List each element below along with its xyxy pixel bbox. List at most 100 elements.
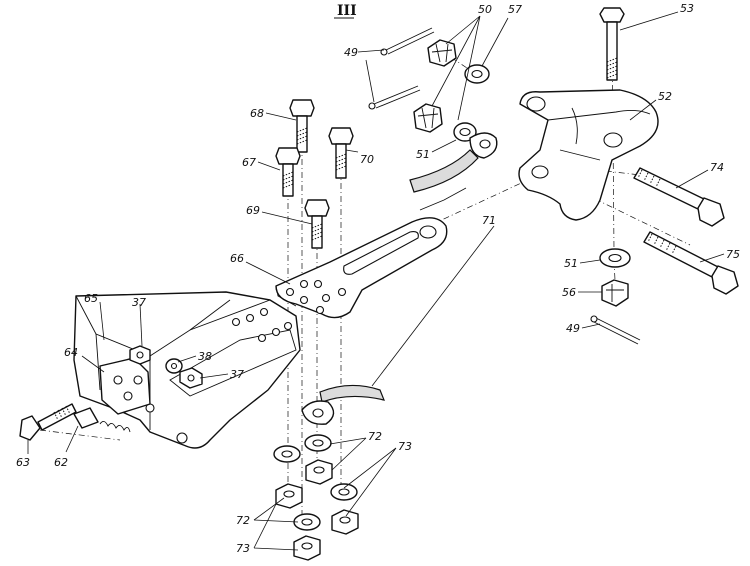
callout-70: 70 [360, 153, 374, 166]
section-mark: III [337, 3, 357, 19]
axis-nut-50-upper [439, 49, 471, 71]
bolt-thread [647, 233, 677, 255]
nut-slots [606, 284, 624, 302]
housing-hole [231, 317, 241, 327]
castle-nut-50-lower [413, 103, 443, 133]
axis-bolt-74 [579, 167, 641, 176]
washer-51-upper [453, 122, 477, 142]
bolt-shank [296, 115, 308, 153]
nut-hole [313, 466, 325, 474]
bolt-shank [606, 21, 618, 81]
axis-bolt-53 [611, 19, 615, 251]
callout-49-lower: 49 [566, 322, 580, 335]
link-plate-66 [275, 217, 448, 319]
leader-51-upper [431, 139, 457, 153]
leader-66 [245, 261, 291, 285]
bracket-web [559, 107, 601, 161]
washer-hole [312, 439, 324, 447]
nut-73-a [305, 459, 333, 485]
plate-hole [285, 287, 295, 297]
axis-screw-63 [39, 429, 121, 441]
washer-hole [301, 518, 313, 526]
nut-37-lower [179, 367, 203, 389]
bolt-shank [643, 231, 721, 279]
leader-72-left [253, 497, 299, 523]
callout-38: 38 [198, 350, 212, 363]
bolt-head [304, 199, 330, 217]
plate-hole [313, 279, 323, 289]
callout-71: 71 [482, 214, 496, 227]
nut-hole [301, 542, 313, 550]
castle-nut-56 [601, 279, 629, 307]
bolt-shank [335, 143, 347, 179]
leader-49-upper-b [365, 59, 375, 103]
bolt-67 [275, 147, 301, 197]
callout-52: 52 [658, 90, 672, 103]
washer-hole [281, 450, 293, 458]
callout-69: 69 [246, 204, 260, 217]
cotter-pin-shank [385, 27, 435, 55]
washer-72-b [304, 434, 332, 452]
bracket-upper-eye [526, 96, 546, 112]
leader-52 [629, 99, 657, 121]
nut-slots [417, 107, 439, 129]
screw-shank [37, 403, 77, 431]
leader-53 [619, 11, 679, 31]
screw-63 [19, 403, 77, 441]
callout-57: 57 [508, 3, 522, 16]
housing-hole [283, 321, 293, 331]
callout-73-right: 73 [398, 440, 412, 453]
leader-67 [257, 161, 281, 171]
callout-66: 66 [230, 252, 244, 265]
spring-seat-block [73, 407, 99, 429]
terminal-hole [133, 375, 143, 385]
bolt-head [697, 197, 725, 227]
washer-72-c [330, 483, 358, 501]
link-plate-eye [419, 225, 437, 239]
leader-50 [431, 15, 481, 121]
strap-lug-hole-lower [312, 408, 324, 418]
castle-nut-50-upper [427, 39, 457, 67]
housing-hole [259, 307, 269, 317]
leader-51-lower [579, 259, 601, 264]
nut-hole [339, 516, 351, 524]
leader-69 [261, 211, 313, 225]
housing-hole [271, 327, 281, 337]
plate-hole [299, 295, 309, 305]
leader-74 [675, 169, 709, 189]
bracket-top-edge [547, 109, 651, 121]
leader-72-right [329, 437, 367, 471]
leader-62 [65, 425, 79, 453]
strap-braid-upper [409, 149, 479, 193]
washer-hole [338, 488, 350, 496]
leader-49-lower [581, 323, 601, 329]
plate-hole [321, 293, 331, 303]
leader-73-left [253, 503, 299, 551]
screw-head [19, 415, 41, 441]
housing-hole [245, 313, 255, 323]
callout-64: 64 [64, 346, 78, 359]
washer-hole [170, 362, 178, 370]
housing-mount-hole [176, 432, 188, 444]
washer-57 [464, 64, 490, 84]
leader-68 [265, 112, 297, 121]
nut-hole [187, 374, 195, 382]
bracket-bolt-hole [603, 132, 623, 148]
leader-49-upper [357, 49, 385, 53]
plate-hole [337, 287, 347, 297]
bolt-head [275, 147, 301, 165]
washer-51-lower [599, 248, 631, 268]
bolt-70 [328, 127, 354, 179]
callout-68: 68 [250, 107, 264, 120]
washer-38 [165, 358, 183, 374]
terminal-hole [123, 391, 133, 401]
terminal-hole [113, 375, 123, 385]
cotter-pin-49-lower [590, 315, 641, 345]
callout-72-left: 72 [236, 514, 250, 527]
nut-body [413, 103, 443, 133]
callout-50: 50 [478, 3, 492, 16]
bolt-shank [633, 167, 707, 211]
leader-57 [481, 17, 509, 67]
leader-70 [345, 149, 359, 153]
